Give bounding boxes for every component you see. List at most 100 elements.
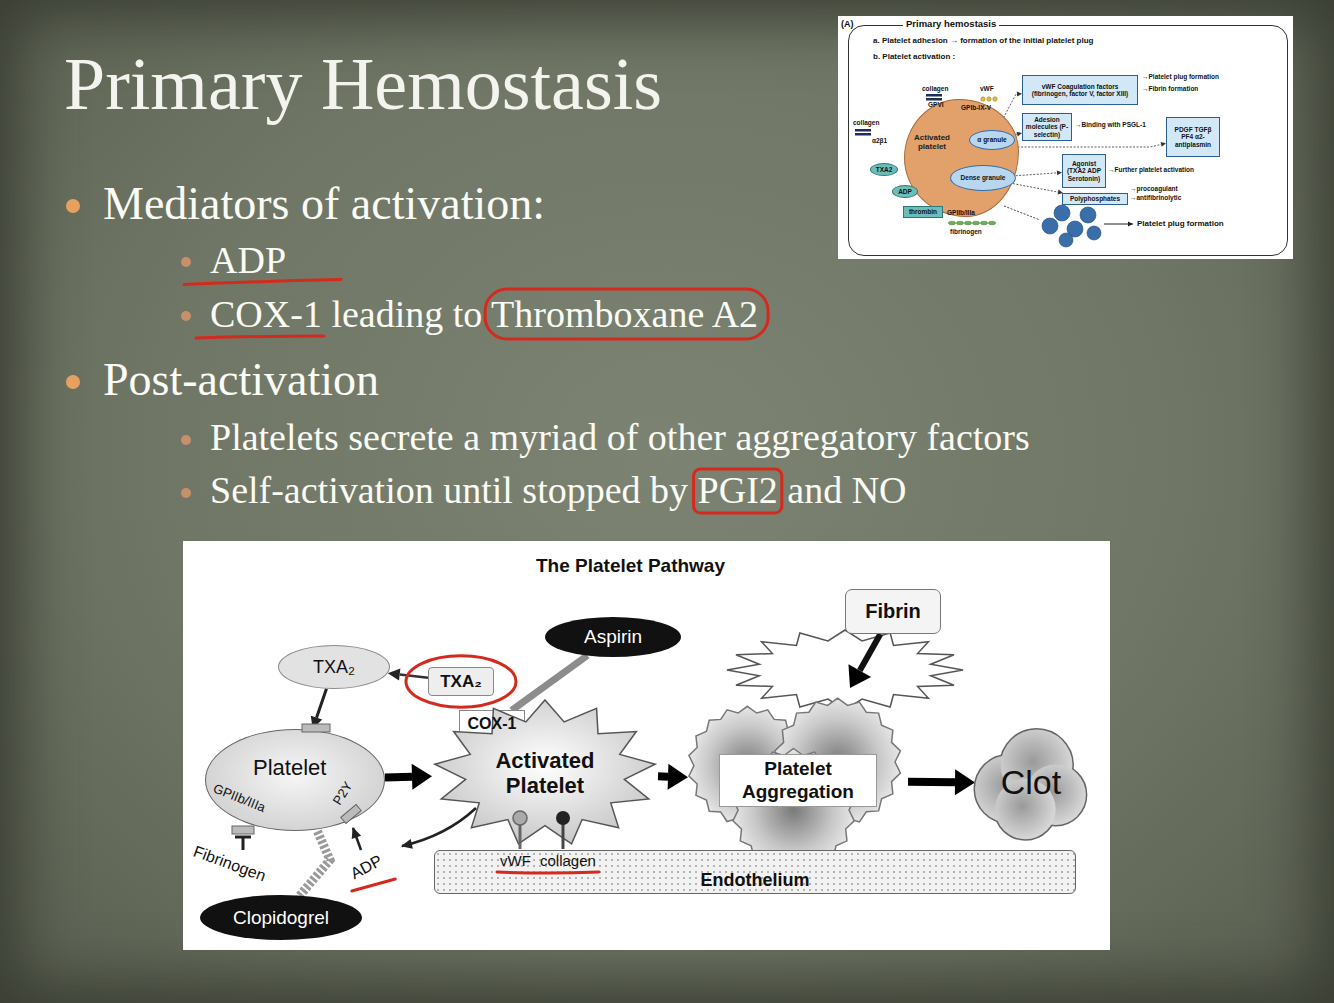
panel-letter: (A) <box>841 19 854 29</box>
connector-arrow <box>317 689 327 718</box>
platelet-plug-cluster <box>1042 205 1101 247</box>
granule-text: Dense granule <box>961 175 1006 182</box>
mediator-box: TXA₂ <box>428 667 494 697</box>
part-label: fibrinogen <box>950 228 982 235</box>
fibrin-mesh <box>727 630 963 710</box>
collagen-fibre <box>926 98 942 101</box>
clot-cloud: Clot <box>975 724 1087 842</box>
vwf-stalk <box>519 823 522 849</box>
content-box: Agonist (TXA2 ADP Serotonin) <box>1062 154 1106 188</box>
connector-arrow <box>1016 173 1057 176</box>
connector-arrow <box>1013 184 1058 192</box>
agonist-box-text: thrombin <box>909 208 937 215</box>
pathway-frame-text: The Platelet Pathway <box>536 555 725 577</box>
outcome-note: →Platelet plug formation <box>1142 73 1219 80</box>
content-box: PDGF TGFβ PF4 α2-antiplasmin <box>1166 117 1220 157</box>
bullet-text: COX-1 leading to Thromboxane A2 <box>210 292 758 338</box>
bullet-dot <box>181 435 191 445</box>
bullet-text: Mediators of activation: <box>103 176 545 231</box>
outcome-note: →Further platelet activation <box>1108 166 1194 173</box>
process-box: Fibrin <box>845 589 941 634</box>
bullet-dot <box>181 257 191 267</box>
bullet-dot <box>181 488 191 498</box>
enzyme-box-text: COX-1 <box>468 715 517 733</box>
outcome-note: →Fibrin formation <box>1142 85 1198 92</box>
platelet-oval-text: Platelet <box>253 755 326 780</box>
adp-release-arrow <box>402 808 476 846</box>
agonist-oval: TXA2 <box>870 163 898 176</box>
part-label: α2β1 <box>872 137 887 144</box>
fibrinogen-chain <box>948 221 995 225</box>
mediator-box-text: TXA₂ <box>440 672 482 692</box>
clot-cloud-text: Clot <box>1001 763 1061 802</box>
platelet-oval: Platelet <box>205 729 385 831</box>
content-box-text: vWF Coagulation factors (fibrinogen, fac… <box>1025 83 1135 97</box>
part-label: GPVI <box>928 101 944 108</box>
vwf-head <box>513 811 527 825</box>
bullet-text: Platelets secrete a myriad of other aggr… <box>210 415 1030 461</box>
activated-platelet-star: Activated Platelet <box>432 698 658 848</box>
content-box-text: PDGF TGFβ PF4 α2-antiplasmin <box>1169 126 1217 147</box>
outcome-note: →Binding with PSGL-1 <box>1075 121 1146 128</box>
agonist-oval-text: TXA2 <box>876 166 893 173</box>
mediator-oval-text: TXA₂ <box>313 657 355 678</box>
content-box-text: Adesion molecules (P-selectin) <box>1025 116 1069 137</box>
vwf-dot <box>993 97 997 101</box>
connector-arrow <box>908 778 955 787</box>
gpiib-receptor <box>232 826 254 834</box>
aggregation-cluster: Platelet Aggregation <box>688 688 908 873</box>
activated-platelet-text: Activated platelet <box>909 133 955 151</box>
endothelium-band-text: Endothelium <box>701 870 810 891</box>
bullet-dot <box>181 311 191 321</box>
collagen-stalk <box>562 823 565 849</box>
ligand-label: collagen <box>540 852 596 869</box>
txa2-receptor <box>302 724 330 732</box>
drug-oval-text: Aspirin <box>584 626 642 648</box>
connector-arrow <box>385 773 412 782</box>
granule-text: α granule <box>977 137 1006 144</box>
agonist-oval: ADP <box>892 185 918 198</box>
granule: α granule <box>969 130 1015 150</box>
content-box-text: Polyphosphates <box>1070 195 1120 202</box>
content-box-text: Agonist (TXA2 ADP Serotonin) <box>1065 160 1103 181</box>
content-box: Adesion molecules (P-selectin) <box>1022 113 1072 141</box>
process-box-text: Fibrin <box>865 600 921 623</box>
star-outline <box>435 700 655 844</box>
part-label: collagen <box>922 85 948 92</box>
part-label: collagen <box>853 119 879 126</box>
agonist-oval-text: ADP <box>898 188 912 195</box>
granule: Dense granule <box>950 165 1016 191</box>
connector-arrow <box>300 831 330 896</box>
part-label: vWF <box>980 85 994 92</box>
drug-oval-text: Clopidogrel <box>233 907 329 929</box>
collagen-fibre <box>926 94 942 97</box>
dashed-arrow <box>1004 206 1040 220</box>
bullet-dot <box>66 199 80 213</box>
outcome-note: →antifibrinolytic <box>1130 194 1181 201</box>
outcome-note: Platelet plug formation <box>1137 219 1224 228</box>
pathway-panel <box>183 541 1110 950</box>
mediator-oval: TXA₂ <box>278 645 390 689</box>
agonist-box: thrombin <box>903 206 943 218</box>
collagen-fibre <box>855 133 871 136</box>
slide-title: Primary Hemostasis <box>64 40 662 129</box>
content-box: Polyphosphates <box>1062 193 1128 205</box>
bullet-dot <box>66 375 80 389</box>
bullet-text: ADP <box>210 238 286 284</box>
vwf-dot <box>987 97 991 101</box>
connector-arrow <box>860 634 881 671</box>
circle-mark <box>406 656 516 708</box>
connector-arrow <box>400 674 428 677</box>
vwf-dot <box>981 97 985 101</box>
bullet-text: Post-activation <box>103 352 379 407</box>
inset-frame-text: b. Platelet activation : <box>873 52 955 61</box>
inset-panel <box>838 16 1293 259</box>
content-box: vWF Coagulation factors (fibrinogen, fac… <box>1022 75 1138 105</box>
activated-platelet: α granuleDense granule Activated platelet <box>904 99 1019 217</box>
pathway-frame: TXA₂ AspirinTXA₂ COX-1 FibrinPlatelet Activa… <box>183 541 1110 950</box>
connector-arrow <box>658 772 668 780</box>
underline <box>196 336 324 338</box>
connector-arrow <box>512 656 588 711</box>
collagen-fibre <box>855 129 871 132</box>
part-label: GPIIb/IIIa <box>947 209 975 216</box>
